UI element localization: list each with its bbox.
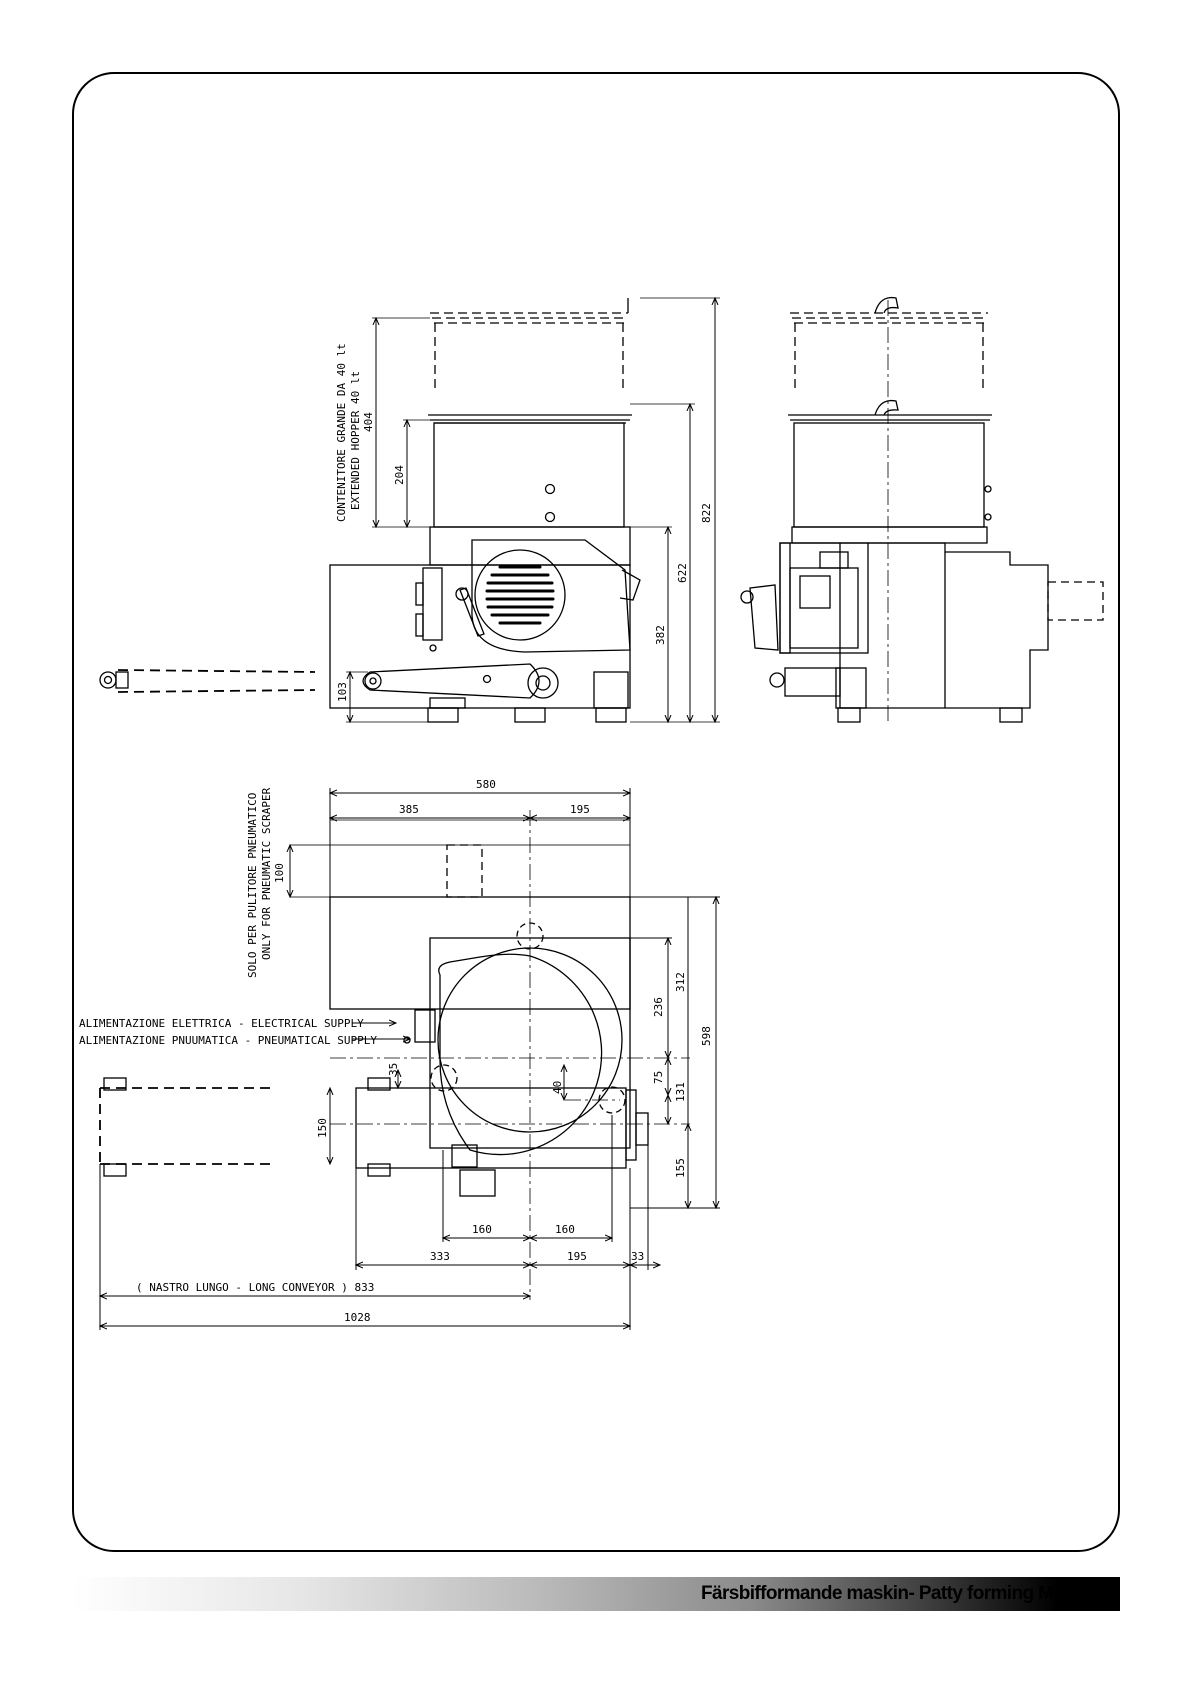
dim-195-bottom: 195 <box>567 1250 587 1263</box>
dim-404: 404 <box>362 412 375 432</box>
dim-155: 155 <box>674 1158 687 1178</box>
dim-40: 40 <box>551 1081 564 1094</box>
drawing-frame <box>72 72 1120 1552</box>
dim-333: 333 <box>430 1250 450 1263</box>
top-view <box>100 788 720 1330</box>
footer-bar: Färsbifformande maskin- Patty forming Ma… <box>72 1577 1120 1611</box>
dim-100: 100 <box>273 863 286 883</box>
dim-75: 75 <box>652 1071 665 1084</box>
dim-150: 150 <box>316 1118 329 1138</box>
top-view-labels: SOLO PER PULITORE PNEUMATICO ONLY FOR PN… <box>79 778 713 1324</box>
dim-195-top: 195 <box>570 803 590 816</box>
pneumatic-supply-label: ALIMENTAZIONE PNUUMATICA - PNEUMATICAL S… <box>79 1034 377 1047</box>
scraper-label-it: SOLO PER PULITORE PNEUMATICO <box>246 793 259 978</box>
dim-580: 580 <box>476 778 496 791</box>
dim-385: 385 <box>399 803 419 816</box>
front-view <box>99 298 720 722</box>
dim-131: 131 <box>674 1082 687 1102</box>
side-view <box>740 296 1104 723</box>
hopper-label-en: EXTENDED HOPPER 40 lt <box>349 371 362 510</box>
dim-382: 382 <box>654 625 667 645</box>
dim-1028: 1028 <box>344 1311 371 1324</box>
long-conveyor-label: ( NASTRO LUNGO - LONG CONVEYOR ) 833 <box>136 1281 374 1294</box>
dim-33: 33 <box>631 1250 644 1263</box>
dim-598: 598 <box>700 1026 713 1046</box>
scraper-label-en: ONLY FOR PNEUMATIC SCRAPER <box>260 787 273 960</box>
electrical-supply-label: ALIMENTAZIONE ELETTRICA - ELECTRICAL SUP… <box>79 1017 364 1030</box>
dim-236: 236 <box>652 997 665 1017</box>
front-view-labels: CONTENITORE GRANDE DA 40 lt EXTENDED HOP… <box>335 343 713 702</box>
dim-160-right: 160 <box>555 1223 575 1236</box>
dim-160-left: 160 <box>472 1223 492 1236</box>
dim-103: 103 <box>336 682 349 702</box>
dim-822: 822 <box>700 503 713 523</box>
dim-312: 312 <box>674 972 687 992</box>
dim-204: 204 <box>393 465 406 485</box>
dim-622: 622 <box>676 563 689 583</box>
footer-title: Färsbifformande maskin- Patty forming Ma… <box>700 1583 1111 1604</box>
dim-35: 35 <box>387 1063 400 1076</box>
hopper-label-it: CONTENITORE GRANDE DA 40 lt <box>335 343 348 522</box>
